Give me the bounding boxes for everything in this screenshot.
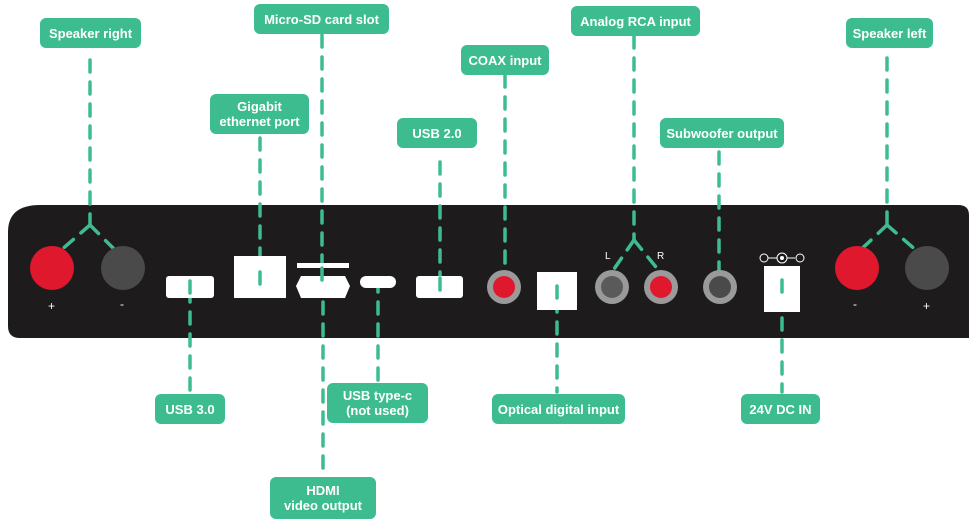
port-leader-segments (188, 266, 784, 302)
plus-mark: + (923, 299, 931, 313)
speaker-left-minus-terminal (835, 246, 879, 290)
label-usb-typec: USB type-c (not used) (327, 383, 428, 423)
label-speaker-right: Speaker right (40, 18, 141, 48)
speaker-right-plus-terminal (30, 246, 74, 290)
rca-left-center (601, 276, 623, 298)
coax-jack-center (493, 276, 515, 298)
speaker-right-minus-terminal (101, 246, 145, 290)
minus-mark: - (853, 297, 857, 311)
usbc-port (360, 276, 396, 288)
rca-left-mark: L (605, 251, 611, 262)
label-optical: Optical digital input (492, 394, 625, 424)
label-micro-sd: Micro-SD card slot (254, 4, 389, 34)
label-subwoofer: Subwoofer output (660, 118, 784, 148)
device-body (8, 205, 969, 338)
label-dc-in: 24V DC IN (741, 394, 820, 424)
speaker-left-plus-terminal (905, 246, 949, 290)
label-hdmi: HDMI video output (270, 477, 376, 519)
label-usb30: USB 3.0 (155, 394, 225, 424)
rca-right-center (650, 276, 672, 298)
label-analog-rca: Analog RCA input (571, 6, 700, 36)
label-coax: COAX input (461, 45, 549, 75)
subwoofer-center (709, 276, 731, 298)
minus-mark: - (120, 297, 124, 311)
rca-right-mark: R (657, 251, 665, 262)
label-gigabit-ethernet: Gigabit ethernet port (210, 94, 309, 134)
micro-sd-slot (297, 263, 349, 268)
label-speaker-left: Speaker left (846, 18, 933, 48)
plus-mark: + (48, 299, 56, 313)
hdmi-port (296, 276, 350, 298)
dc-polarity-icon (759, 252, 805, 264)
leader-lines (50, 33, 927, 476)
label-usb20: USB 2.0 (397, 118, 477, 148)
